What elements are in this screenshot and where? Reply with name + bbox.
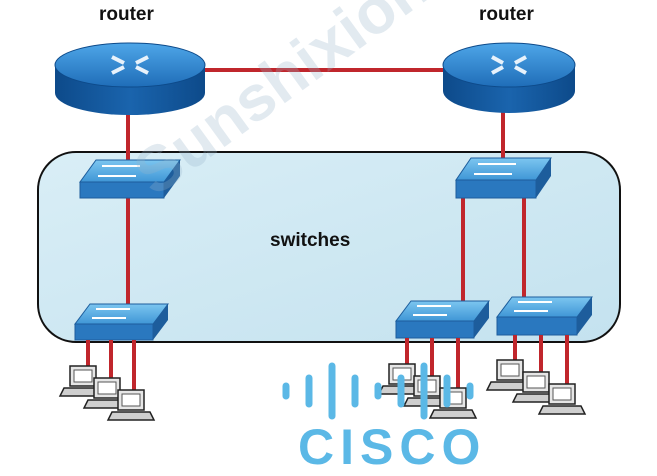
pc-group-1 (58, 365, 156, 421)
switches-label: switches (270, 230, 351, 251)
switch-access-1 (74, 303, 169, 341)
switch-area (37, 151, 621, 343)
computer-icon (377, 363, 427, 395)
computer-icon (106, 389, 156, 421)
switch-access-3 (496, 296, 593, 336)
pc-group-3 (485, 359, 587, 415)
cisco-bars-icon (282, 362, 474, 420)
router-left (54, 42, 206, 115)
router-right (442, 42, 576, 113)
pc-links (86, 335, 569, 396)
links (126, 68, 526, 308)
router-label-right: router (479, 4, 534, 25)
switch-core-left (79, 159, 181, 199)
cisco-logo-text: CISCO (298, 419, 487, 475)
router-arrows-icon (111, 55, 149, 75)
router-arrows-icon (491, 55, 527, 75)
switch-core-right (455, 157, 552, 199)
computer-icon (511, 371, 561, 403)
switch-access-2 (395, 300, 490, 339)
computer-icon (485, 359, 535, 391)
computer-icon (537, 383, 587, 415)
computer-icon (82, 377, 132, 409)
router-label-left: router (99, 4, 154, 25)
